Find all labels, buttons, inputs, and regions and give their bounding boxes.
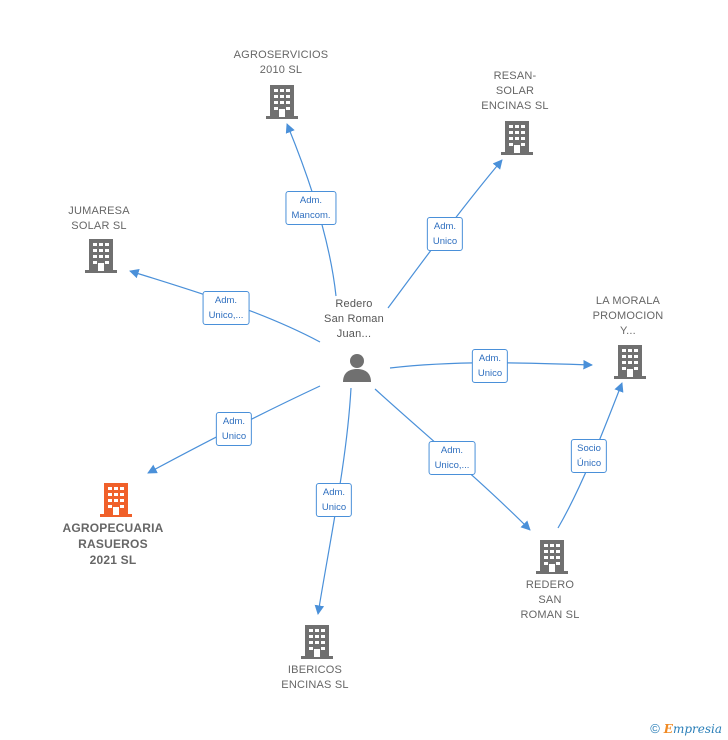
- node-label-agropecuaria[interactable]: AGROPECUARIA RASUEROS 2021 SL: [62, 520, 163, 568]
- center-person-label[interactable]: Redero San Roman Juan...: [324, 297, 384, 342]
- node-label-line: ENCINAS SL: [481, 100, 549, 112]
- building-icon[interactable]: [536, 539, 568, 575]
- node-label-line: JUMARESA: [68, 205, 130, 217]
- node-label-line: AGROSERVICIOS: [233, 49, 329, 61]
- node-label-line: Redero: [335, 298, 373, 310]
- edge-label-line: Unico: [432, 236, 458, 247]
- building-icon[interactable]: [301, 624, 333, 660]
- edge-label-line: Socio: [577, 443, 601, 454]
- copyright-icon: ©: [650, 721, 660, 736]
- edge-label-line: Unico: [321, 502, 347, 513]
- person-icon[interactable]: [342, 352, 372, 384]
- brand-name: mpresia: [672, 721, 722, 736]
- node-label-line: San Roman: [324, 313, 384, 325]
- node-label-line: ENCINAS SL: [281, 679, 349, 691]
- node-label-line: RASUEROS: [78, 537, 148, 551]
- node-label-line: SOLAR: [495, 85, 535, 97]
- node-label-line: IBERICOS: [287, 664, 343, 676]
- edge-label-line: Unico,...: [208, 310, 244, 321]
- edge-label-line: Adm.: [440, 445, 464, 456]
- edge-label-line: Unico: [221, 431, 247, 442]
- edge-label-line: Único: [576, 458, 602, 469]
- node-label-line: SAN: [538, 594, 562, 606]
- node-label-line: Y...: [620, 325, 636, 337]
- edge-label-line: Mancom.: [291, 210, 331, 221]
- node-label-line: SOLAR SL: [71, 220, 127, 232]
- edge-label-line: Unico,...: [434, 460, 470, 471]
- edge-label-jumaresa[interactable]: Adm. Unico,...: [202, 291, 250, 325]
- edge-label-redero-lamorala[interactable]: Socio Único: [570, 439, 608, 473]
- edge-label-line: Adm.: [214, 295, 238, 306]
- node-label-jumaresa[interactable]: JUMARESA SOLAR SL: [68, 204, 130, 234]
- edge-label-redero[interactable]: Adm. Unico,...: [428, 441, 476, 475]
- edge-label-line: Unico: [477, 368, 503, 379]
- edge-label-lamorala[interactable]: Adm. Unico: [471, 349, 509, 383]
- building-icon[interactable]: [501, 120, 533, 156]
- node-label-line: Juan...: [336, 328, 372, 340]
- node-label-line: 2021 SL: [89, 553, 137, 567]
- node-label-agroservicios[interactable]: AGROSERVICIOS 2010 SL: [234, 48, 329, 78]
- node-label-line: RESAN-: [493, 70, 537, 82]
- node-label-line: PROMOCION: [592, 310, 664, 322]
- edge-label-agroservicios[interactable]: Adm. Mancom.: [285, 191, 337, 225]
- node-label-line: ROMAN SL: [520, 609, 580, 621]
- edge-label-agropecuaria[interactable]: Adm. Unico: [215, 412, 253, 446]
- footer-brand[interactable]: © Empresia: [650, 721, 722, 736]
- edge-label-line: Adm.: [478, 353, 502, 364]
- node-label-line: REDERO: [525, 579, 575, 591]
- edge-label-resan[interactable]: Adm. Unico: [426, 217, 464, 251]
- building-icon[interactable]: [614, 344, 646, 380]
- edge-label-line: Adm.: [299, 195, 323, 206]
- node-label-line: 2010 SL: [259, 64, 303, 76]
- building-icon[interactable]: [85, 238, 117, 274]
- edge-label-line: Adm.: [322, 487, 346, 498]
- building-icon[interactable]: [100, 482, 132, 518]
- node-label-line: LA MORALA: [595, 295, 661, 307]
- node-label-resan[interactable]: RESAN- SOLAR ENCINAS SL: [481, 69, 548, 114]
- node-label-line: AGROPECUARIA: [62, 521, 164, 535]
- edge-label-line: Adm.: [433, 221, 457, 232]
- brand-logo: Empresia: [664, 722, 722, 736]
- edge-label-ibericos[interactable]: Adm. Unico: [315, 483, 353, 517]
- brand-initial: E: [663, 721, 673, 736]
- edge-label-line: Adm.: [222, 416, 246, 427]
- node-label-ibericos[interactable]: IBERICOS ENCINAS SL: [281, 663, 348, 693]
- building-icon[interactable]: [266, 84, 298, 120]
- node-label-lamorala[interactable]: LA MORALA PROMOCION Y...: [593, 294, 664, 339]
- node-label-redero[interactable]: REDERO SAN ROMAN SL: [520, 578, 579, 623]
